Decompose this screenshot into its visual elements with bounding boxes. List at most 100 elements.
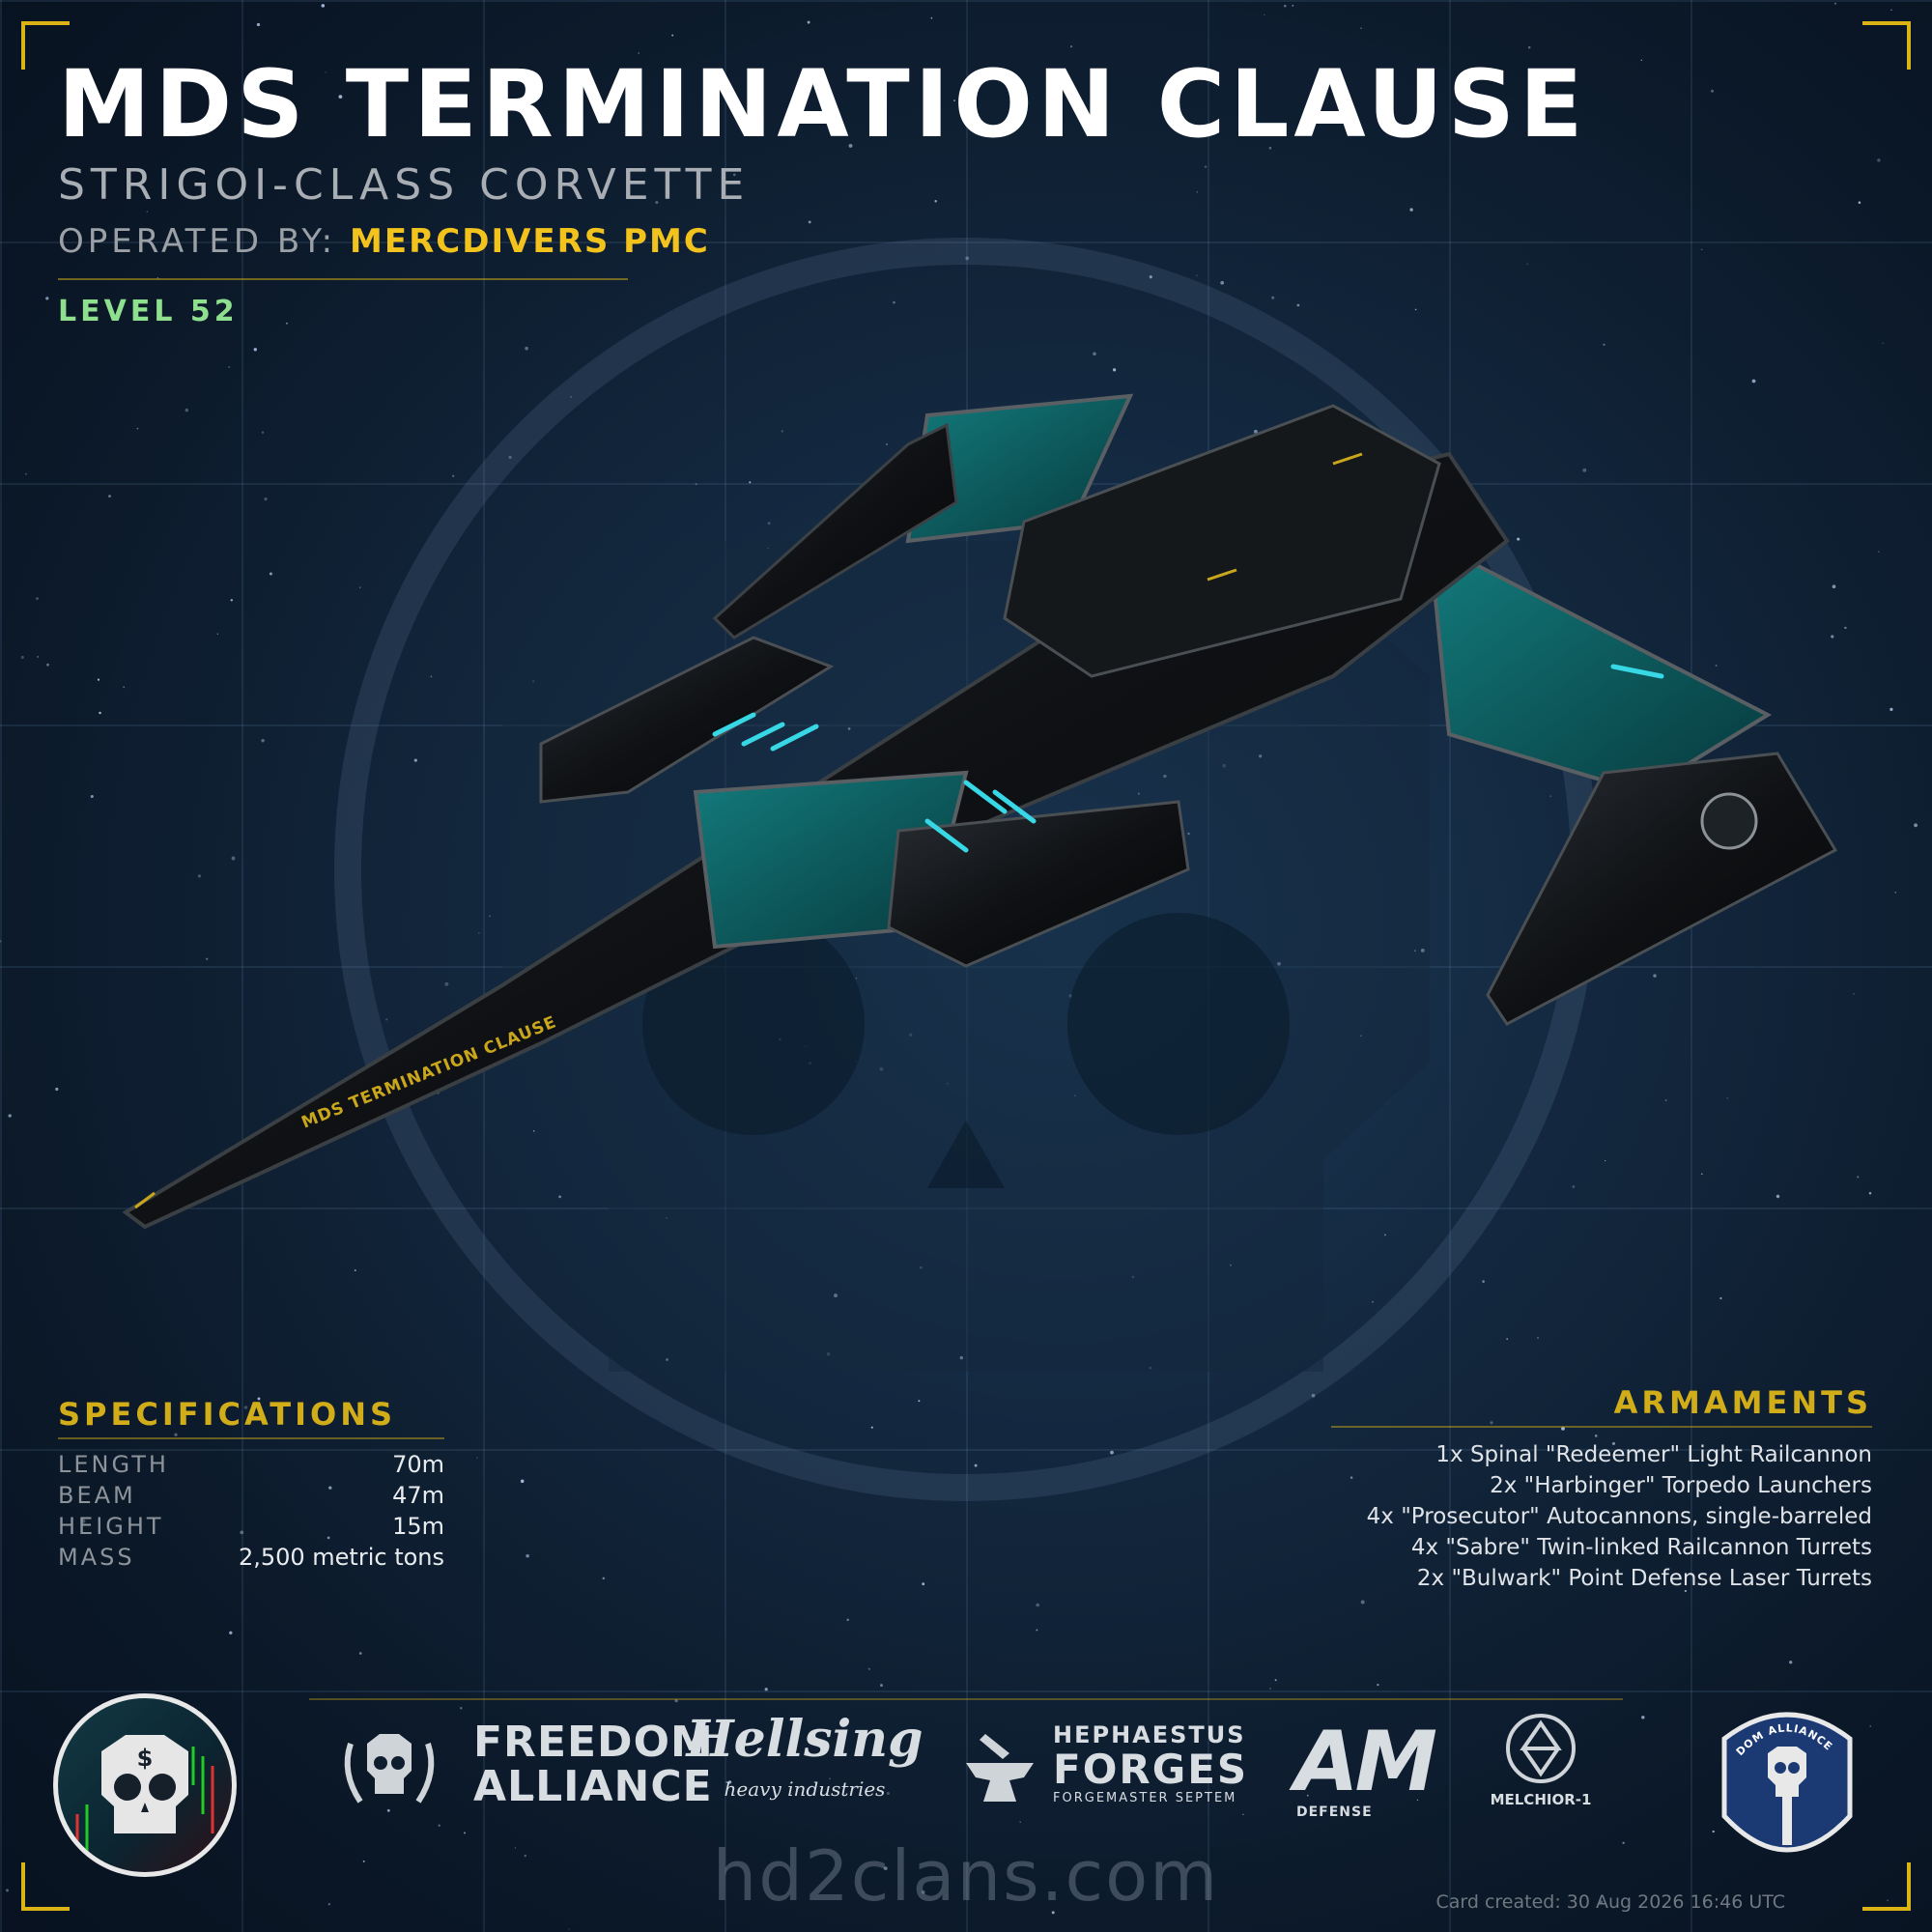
star: [1409, 208, 1413, 212]
star: [1834, 1460, 1837, 1463]
star: [1864, 1541, 1868, 1546]
star: [55, 1087, 59, 1092]
star: [867, 1667, 871, 1671]
corner-bracket: [21, 21, 70, 70]
star: [1719, 1296, 1722, 1300]
star: [879, 1066, 884, 1071]
star: [1187, 832, 1190, 836]
spec-label: BEAM: [58, 1482, 136, 1509]
star: [253, 348, 257, 352]
star: [727, 1780, 732, 1784]
star: [532, 680, 535, 683]
divider: [58, 1437, 444, 1439]
star: [46, 663, 49, 667]
star: [1637, 1449, 1641, 1453]
star: [514, 1847, 517, 1849]
star: [1878, 551, 1880, 553]
star: [464, 1832, 466, 1834]
star: [1414, 308, 1417, 311]
star: [413, 758, 417, 762]
star: [1093, 352, 1096, 356]
hephaestus-forges-logo: HEPHAESTUS FORGES FORGEMASTER SEPTEM: [956, 1719, 1265, 1816]
logo-text: MELCHIOR-1: [1490, 1791, 1592, 1808]
operator-line: OPERATED BY:MERCDIVERS PMC: [58, 222, 710, 261]
spec-row: HEIGHT 15m: [58, 1511, 444, 1542]
star: [489, 915, 491, 918]
star: [1413, 950, 1416, 952]
star: [1506, 1338, 1509, 1340]
star: [243, 1406, 248, 1409]
star: [525, 346, 528, 351]
star: [530, 1796, 534, 1799]
star: [36, 597, 39, 601]
logo-text: FREEDOM: [473, 1718, 714, 1767]
star: [285, 322, 288, 325]
star: [1664, 1098, 1667, 1102]
freedom-alliance-navy-badge: FREEDOM ALLIANCE NAVY: [1710, 1690, 1860, 1884]
star: [767, 522, 771, 526]
corner-bracket: [1862, 21, 1911, 70]
spec-value: 15m: [392, 1513, 444, 1540]
star: [1890, 9, 1892, 12]
star: [1253, 429, 1258, 434]
star: [1603, 343, 1605, 346]
star: [216, 633, 219, 636]
armament-item: 2x "Harbinger" Torpedo Launchers: [1490, 1473, 1872, 1498]
star: [1776, 1194, 1780, 1199]
star: [1582, 468, 1587, 472]
star: [1296, 303, 1300, 307]
star: [1710, 89, 1715, 93]
star: [919, 1265, 923, 1269]
star: [354, 1269, 356, 1272]
star: [1594, 1435, 1598, 1437]
star: [1832, 584, 1836, 589]
star: [174, 1433, 178, 1436]
star: [918, 1400, 921, 1403]
star: [1113, 368, 1117, 372]
star: [880, 1684, 883, 1688]
star: [870, 1426, 873, 1429]
star: [359, 586, 361, 588]
logo-text: FORGEMASTER SEPTEM: [1053, 1791, 1237, 1805]
star: [1051, 1911, 1055, 1915]
star: [1360, 1600, 1365, 1605]
divider: [309, 1698, 1623, 1700]
armaments-list: 1x Spinal "Redeemer" Light Railcannon 2x…: [1196, 1439, 1872, 1594]
star: [1622, 1841, 1625, 1844]
star: [460, 1707, 463, 1710]
star: [1833, 2, 1837, 5]
star: [478, 932, 480, 934]
star: [8, 1114, 12, 1118]
spec-label: MASS: [58, 1544, 135, 1571]
star: [886, 1791, 890, 1796]
skull-wreath-icon: [344, 1734, 435, 1804]
spec-label: LENGTH: [58, 1451, 169, 1478]
star: [886, 443, 888, 445]
star: [240, 1530, 244, 1535]
star: [1726, 1097, 1729, 1099]
star: [1292, 4, 1294, 7]
star: [231, 856, 236, 861]
star: [508, 455, 512, 460]
specifications-heading: SPECIFICATIONS: [58, 1396, 397, 1433]
star: [1372, 1301, 1374, 1303]
logo-text: HEPHAESTUS: [1053, 1721, 1246, 1748]
star: [846, 1618, 849, 1622]
star: [671, 34, 674, 37]
star: [767, 548, 769, 550]
ship-class: STRIGOI-CLASS CORVETTE: [58, 160, 751, 210]
star: [1749, 1546, 1752, 1548]
star: [99, 711, 101, 715]
star: [1277, 961, 1281, 966]
star: [930, 16, 933, 19]
star: [847, 727, 851, 730]
freedom-alliance-logo: FREEDOM ALLIANCE: [336, 1715, 713, 1821]
armament-item: 4x "Sabre" Twin-linked Railcannon Turret…: [1410, 1535, 1872, 1560]
star: [1831, 635, 1834, 639]
star: [781, 430, 783, 433]
created-timestamp: Card created: 30 Aug 2026 16:46 UTC: [1435, 1891, 1785, 1913]
star: [1204, 165, 1208, 168]
operated-by-label: OPERATED BY:: [58, 222, 337, 261]
spec-label: HEIGHT: [58, 1513, 164, 1540]
